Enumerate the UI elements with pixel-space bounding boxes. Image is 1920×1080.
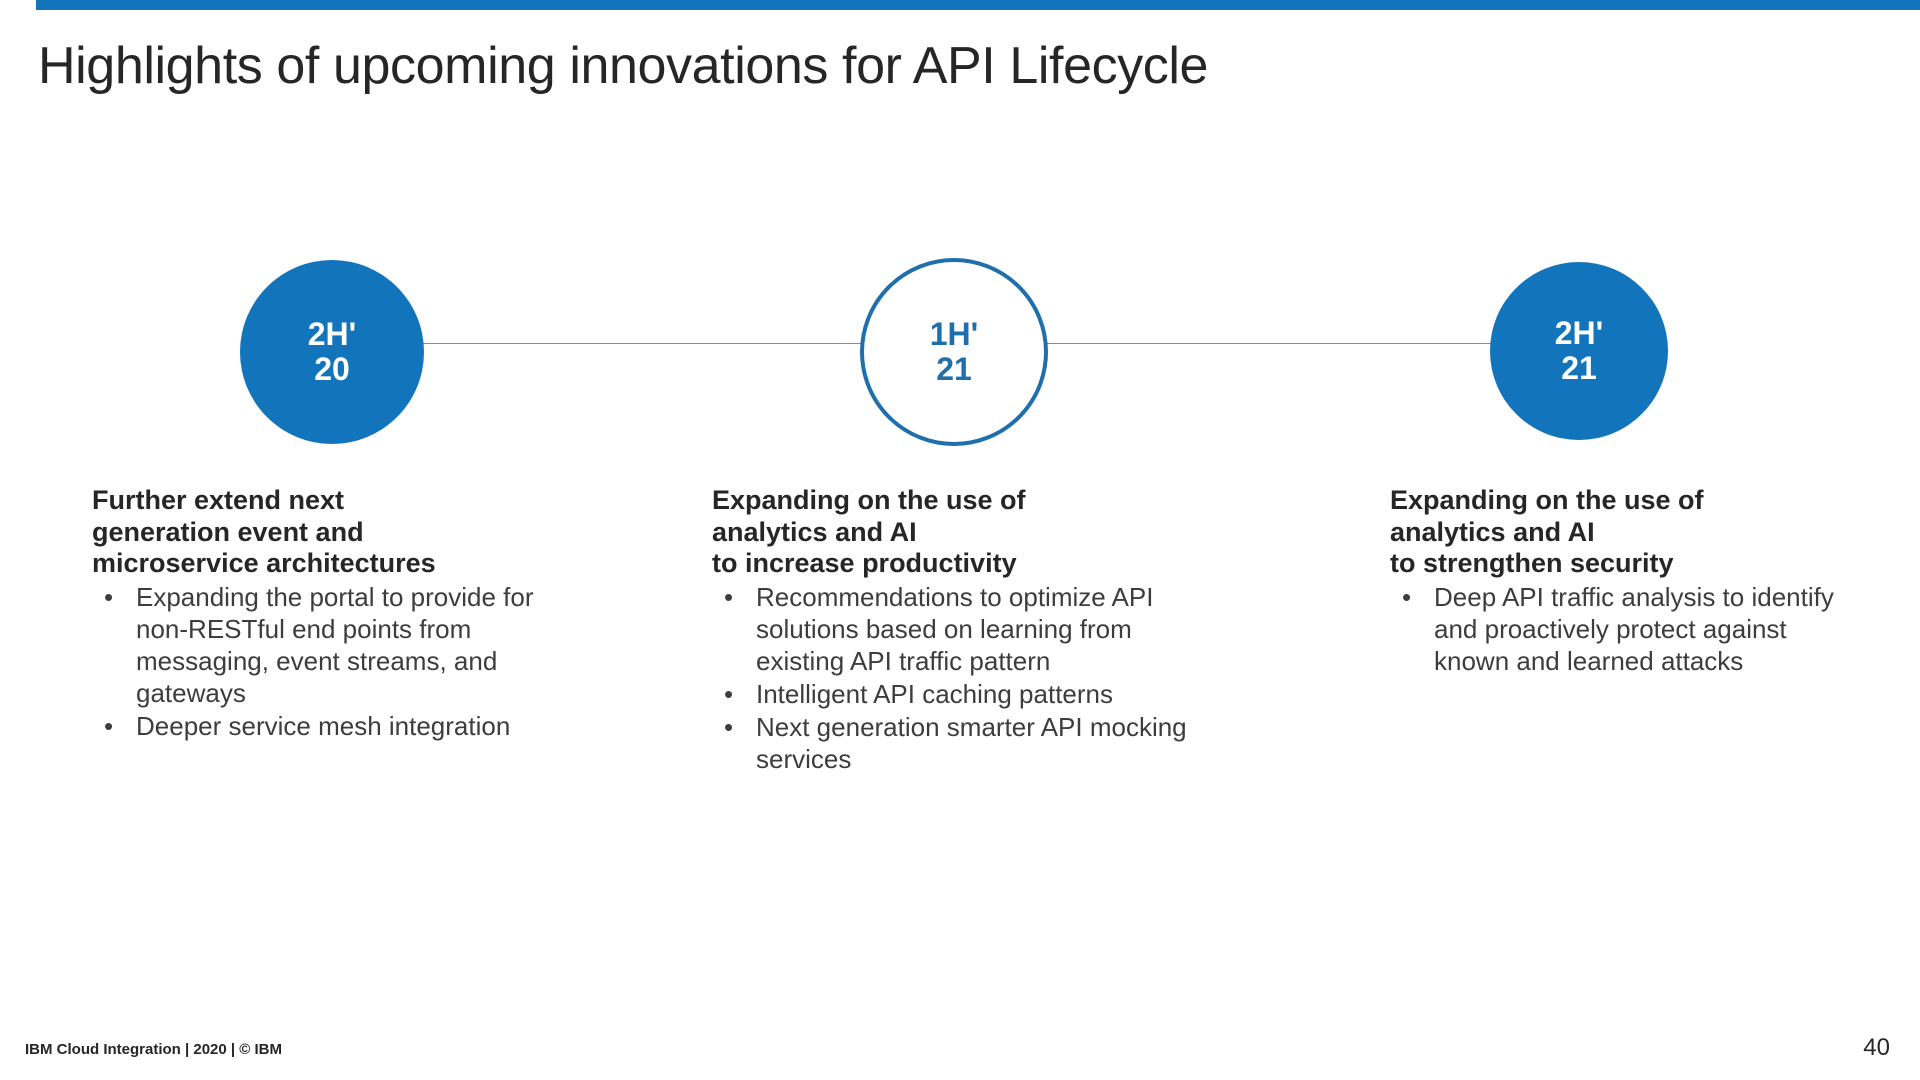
list-item-text: Next generation smarter API mocking serv…: [756, 711, 1187, 774]
list-item-text: Recommendations to optimize API solution…: [756, 581, 1154, 676]
column-heading: Further extend next generation event and…: [92, 485, 436, 579]
content-column-1: Further extend next generation event and…: [92, 485, 562, 743]
timeline-node-label: 2H' 21: [1554, 314, 1604, 386]
list-item: • Deeper service mesh integration: [92, 711, 562, 743]
list-item-text: Intelligent API caching patterns: [756, 678, 1114, 709]
page-number: 40: [1863, 1034, 1890, 1061]
column-bullet-list: • Deep API traffic analysis to identify …: [1390, 582, 1860, 678]
page-title: Highlights of upcoming innovations for A…: [38, 37, 1209, 95]
timeline: 2H' 20 1H' 21 2H' 21: [0, 250, 1920, 446]
column-bullet-list: • Recommendations to optimize API soluti…: [712, 582, 1212, 776]
top-accent-bar: [0, 0, 1920, 10]
timeline-node-2h20[interactable]: 2H' 20: [240, 260, 424, 444]
timeline-node-1h21[interactable]: 1H' 21: [860, 258, 1048, 446]
list-item: • Recommendations to optimize API soluti…: [712, 582, 1212, 678]
timeline-node-label: 1H' 21: [929, 315, 979, 387]
list-item-text: Deeper service mesh integration: [136, 710, 511, 741]
list-item-text: Deep API traffic analysis to identify an…: [1434, 581, 1834, 676]
column-bullet-list: • Expanding the portal to provide for no…: [92, 582, 562, 743]
bullet-marker-icon: •: [104, 710, 114, 741]
timeline-node-2h21[interactable]: 2H' 21: [1490, 262, 1668, 440]
footer-copyright: IBM Cloud Integration | 2020 | © IBM: [25, 1041, 282, 1058]
bullet-marker-icon: •: [1402, 581, 1412, 612]
list-item: • Deep API traffic analysis to identify …: [1390, 582, 1860, 678]
column-heading: Expanding on the use of analytics and AI…: [712, 485, 1026, 579]
content-column-2: Expanding on the use of analytics and AI…: [712, 485, 1212, 776]
bullet-marker-icon: •: [724, 711, 734, 742]
list-item-text: Expanding the portal to provide for non-…: [136, 581, 534, 708]
list-item: • Expanding the portal to provide for no…: [92, 582, 562, 710]
content-column-3: Expanding on the use of analytics and AI…: [1390, 485, 1860, 678]
bullet-marker-icon: •: [104, 581, 114, 612]
top-accent-bar-notch: [0, 0, 36, 10]
list-item: • Next generation smarter API mocking se…: [712, 712, 1212, 776]
timeline-node-label: 2H' 20: [307, 315, 357, 387]
column-heading: Expanding on the use of analytics and AI…: [1390, 485, 1704, 579]
bullet-marker-icon: •: [724, 678, 734, 709]
list-item: • Intelligent API caching patterns: [712, 679, 1212, 711]
bullet-marker-icon: •: [724, 581, 734, 612]
